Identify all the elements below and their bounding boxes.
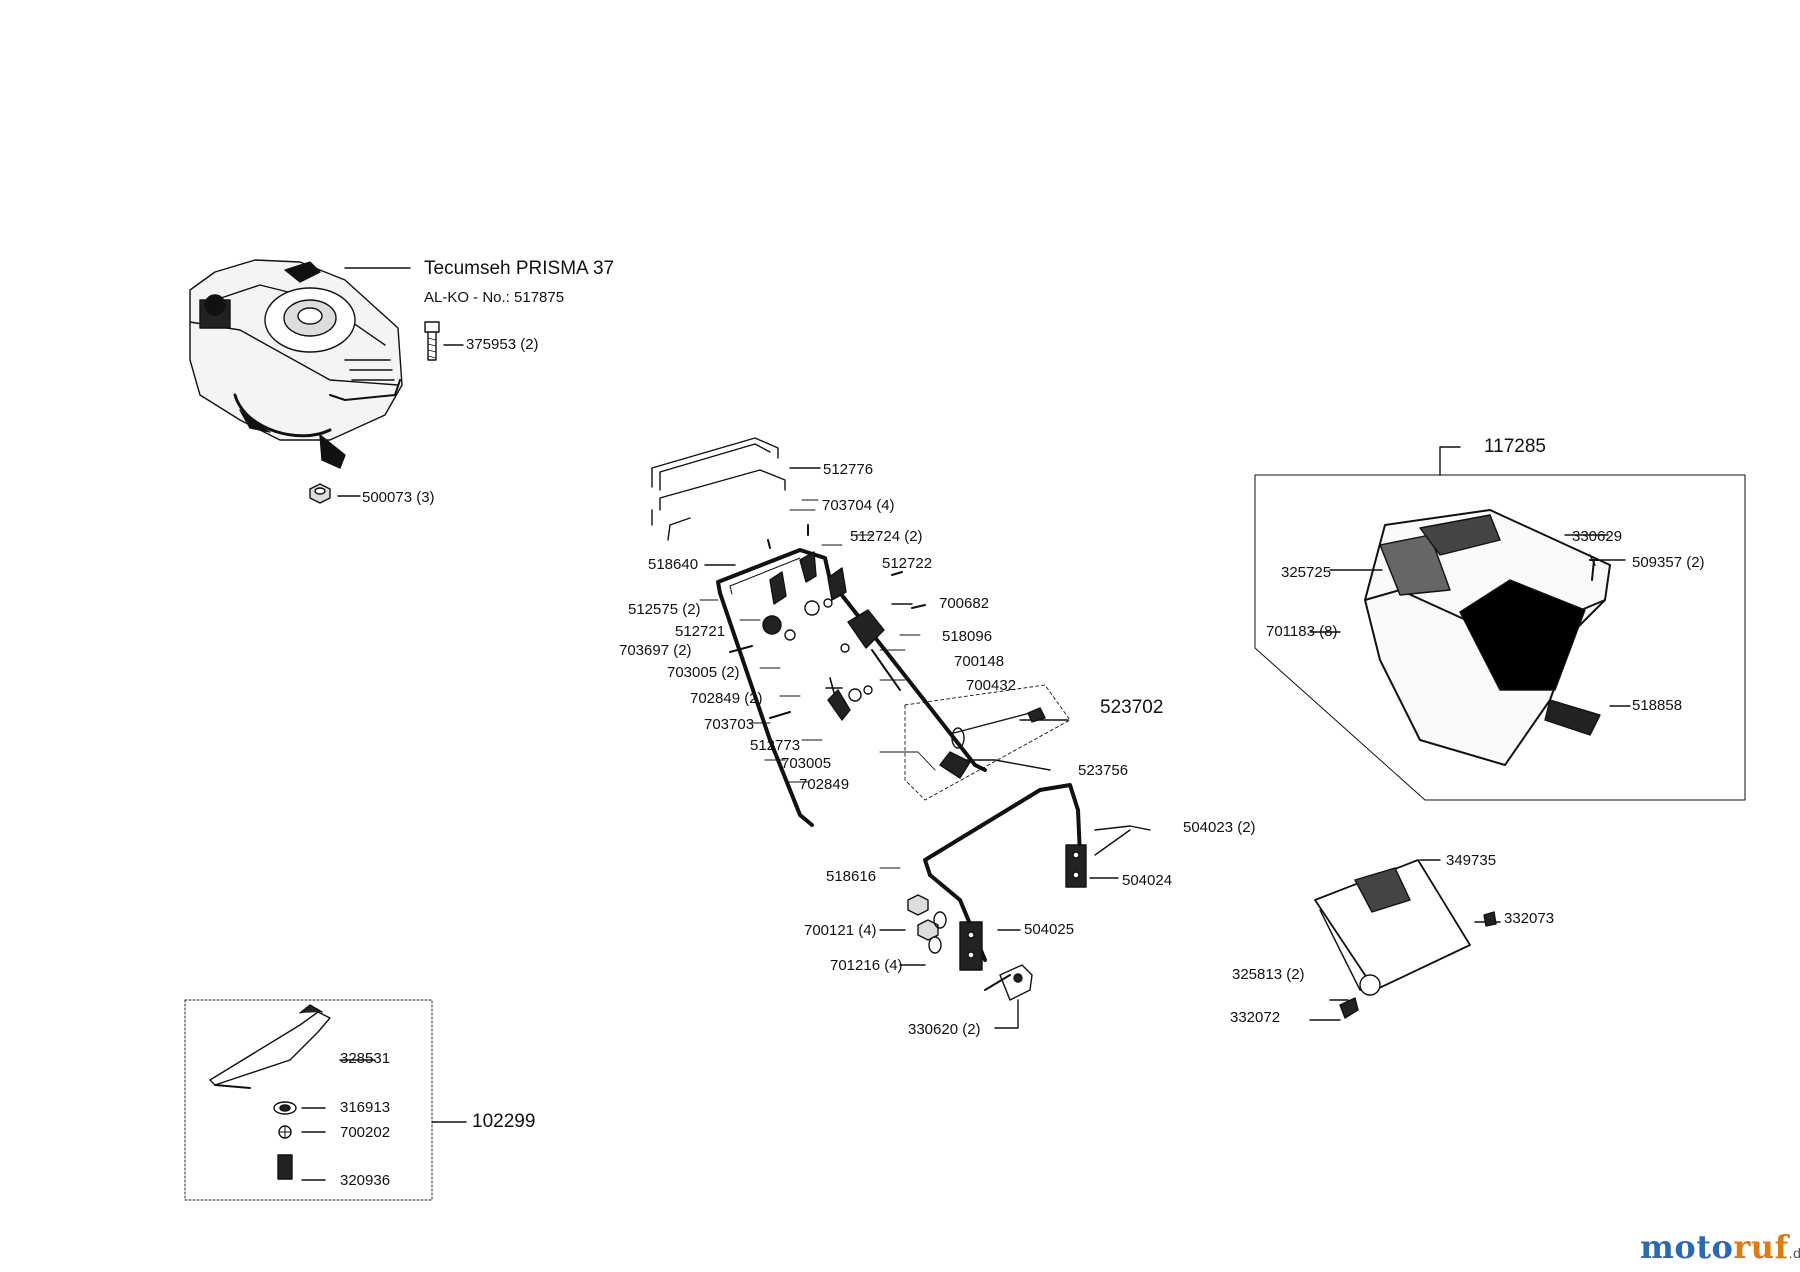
part-703704: 703704 (4) [822,497,895,514]
leader-lines [699,499,936,869]
part-330620: 330620 (2) [908,1021,981,1038]
part-703005: 703005 [781,755,832,772]
part-330629: 330629 [1572,528,1623,545]
part-325813: 325813 (2) [1232,966,1305,983]
blade-kit-drawing [184,999,467,1201]
part-316913: 316913 [340,1099,391,1116]
group-523702: 523702 [1100,697,1164,718]
part-703703: 703703 [704,716,755,733]
watermark-brand-a: moto [1640,1228,1734,1266]
flap-drawing [1309,859,1501,1021]
part-523756: 523756 [1078,762,1129,779]
part-512773: 512773 [750,737,801,754]
part-512722: 512722 [882,555,933,572]
part-702849-2: 702849 (2) [690,690,763,707]
part-500073: 500073 (3) [362,489,435,506]
part-349735: 349735 [1446,852,1497,869]
motoruf-watermark: motoruf.de [1640,1228,1800,1266]
part-504025: 504025 [1024,921,1075,938]
part-518858: 518858 [1632,697,1683,714]
part-700202: 700202 [340,1124,391,1141]
watermark-brand-b: ruf [1733,1228,1789,1266]
part-325725: 325725 [1281,564,1332,581]
part-518096: 518096 [942,628,993,645]
part-504024: 504024 [1122,872,1173,889]
part-700148: 700148 [954,653,1005,670]
part-320936: 320936 [340,1172,391,1189]
part-701183: 701183 (8) [1266,623,1338,640]
handle-drawing [651,437,1151,1029]
part-332073: 332073 [1504,910,1555,927]
grass-box-drawing [1254,446,1746,801]
part-700432: 700432 [966,677,1017,694]
part-512724: 512724 (2) [850,528,923,545]
part-504023: 504023 (2) [1183,819,1256,836]
part-512721: 512721 [675,623,726,640]
part-700121: 700121 (4) [804,922,877,939]
watermark-domain: .de [1788,1245,1800,1261]
part-518616: 518616 [826,868,877,885]
engine-alko-number: AL-KO - No.: 517875 [424,289,565,306]
part-512776: 512776 [823,461,874,478]
group-102299: 102299 [472,1111,536,1132]
engine-title: Tecumseh PRISMA 37 [424,258,615,279]
part-332072: 332072 [1230,1009,1281,1026]
part-512575: 512575 (2) [628,601,701,618]
group-117285: 117285 [1484,436,1546,457]
part-509357: 509357 (2) [1632,554,1705,571]
part-703697: 703697 (2) [619,642,692,659]
part-700682: 700682 [939,595,990,612]
part-701216: 701216 (4) [830,957,903,974]
part-328531: 328531 [340,1050,391,1067]
engine-drawing [189,259,464,504]
part-518640: 518640 [648,556,699,573]
part-375953: 375953 (2) [466,336,539,353]
part-703005-2: 703005 (2) [667,664,740,681]
part-702849: 702849 [799,776,850,793]
